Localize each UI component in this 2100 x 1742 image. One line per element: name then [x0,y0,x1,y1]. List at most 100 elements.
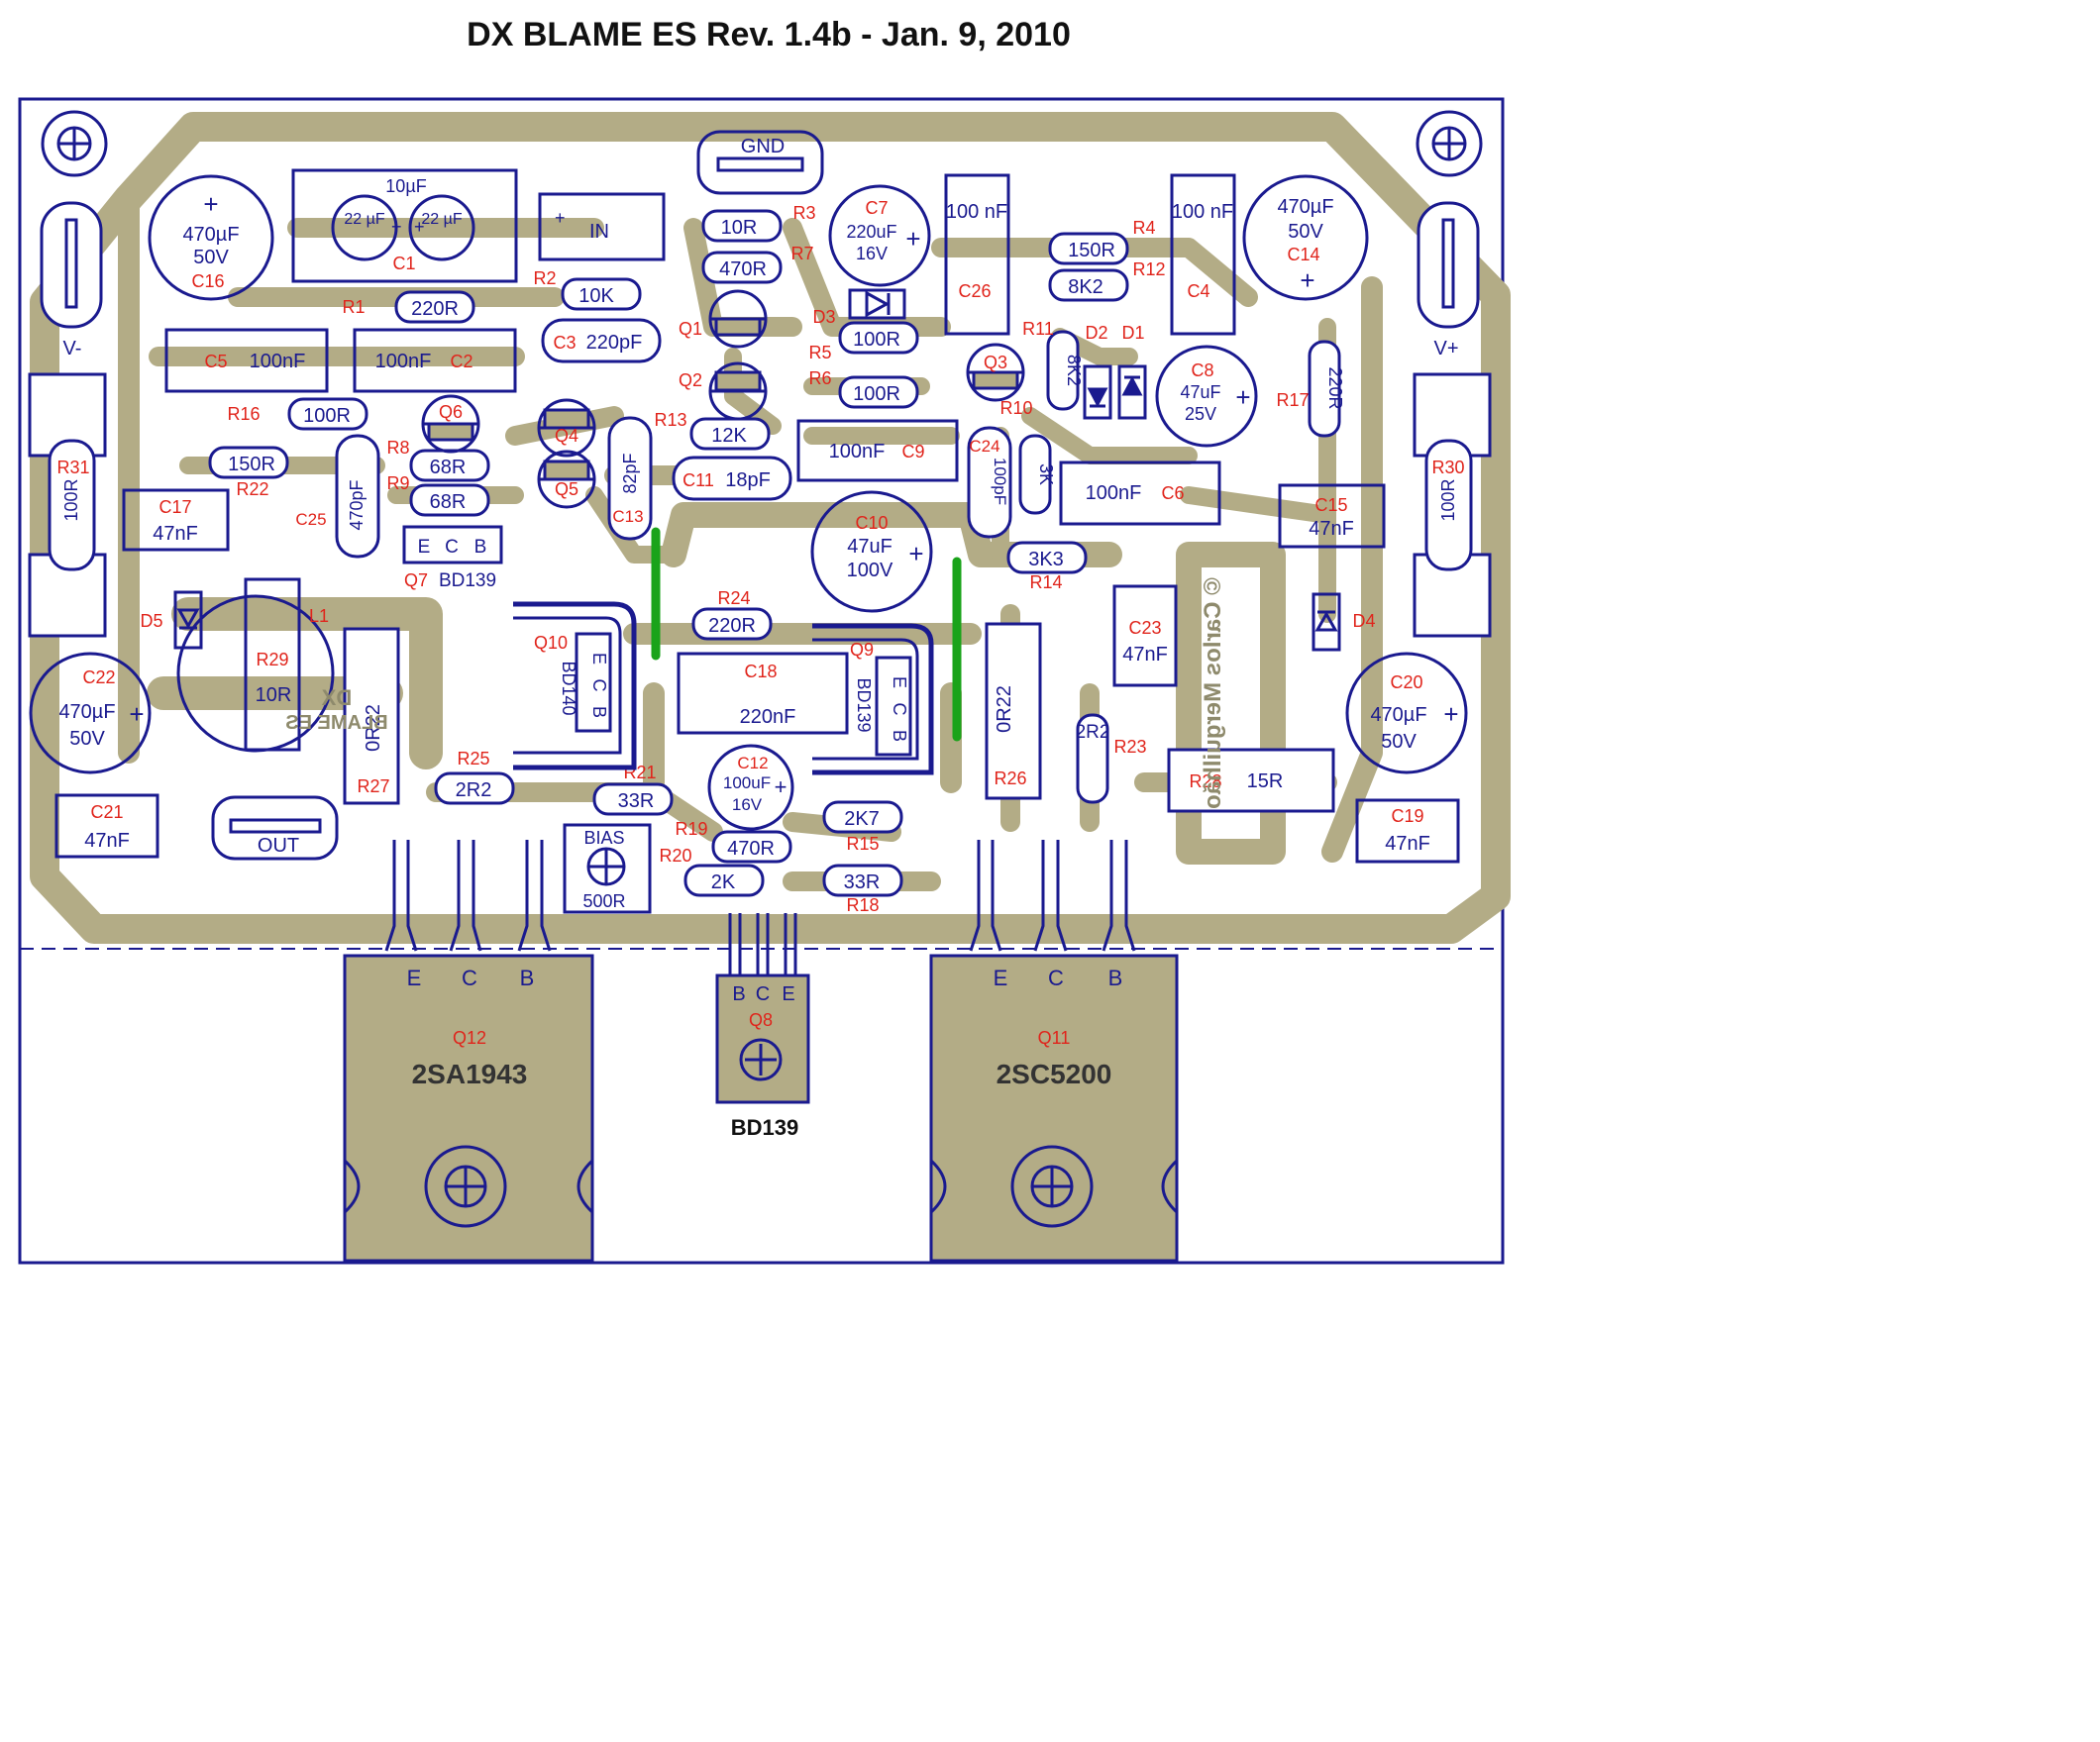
svg-text:+: + [555,208,566,228]
svg-text:R28: R28 [1189,771,1221,791]
svg-text:25V: 25V [1185,404,1216,424]
svg-text:C20: C20 [1390,672,1422,692]
capacitor-c6: 100nF C6 [1059,461,1221,526]
svg-text:C: C [589,679,609,692]
svg-text:C21: C21 [90,802,123,822]
svg-text:B: B [1108,966,1123,990]
input-terminal: + IN [538,192,666,261]
svg-text:C11: C11 [682,470,714,490]
capacitor-c2: 100nF C2 [353,328,517,393]
svg-text:R5: R5 [808,343,831,362]
svg-text:B: B [890,730,909,742]
r31-value: 100R [61,478,81,521]
capacitor-c19: C19 47nF [1355,798,1460,864]
svg-text:+: + [129,699,144,729]
svg-text:C: C [890,703,909,716]
svg-text:Q11: Q11 [1038,1028,1071,1048]
svg-text:100 nF: 100 nF [946,201,1007,223]
power-transistor-q11: E C B Q11 2SC5200 [929,954,1179,1263]
svg-text:100pF: 100pF [991,458,1009,505]
svg-text:470µF: 470µF [182,224,239,246]
svg-text:C25: C25 [295,510,326,529]
svg-text:R18: R18 [846,895,879,915]
svg-text:82pF: 82pF [620,453,640,493]
svg-text:0R22: 0R22 [363,704,384,752]
transistor-q10: E C B Q10 BD140 [513,601,637,770]
svg-text:470R: 470R [719,258,767,280]
vneg-label: V- [63,338,82,359]
svg-text:50V: 50V [1288,221,1323,243]
svg-text:220uF: 220uF [846,222,896,242]
svg-text:C13: C13 [612,507,643,526]
svg-text:R8: R8 [386,438,409,458]
capacitor-c5: C5 100nF [164,328,329,393]
svg-text:C7: C7 [865,198,888,218]
svg-text:+: + [1300,265,1314,295]
mirrored-logo: DX BLAME ES [285,685,387,734]
fuse-holder-left: V- 100R R31 [28,201,107,638]
svg-text:16V: 16V [732,795,763,814]
capacitor-c21: C21 47nF [54,793,159,859]
output-terminal: OUT [211,795,339,861]
resistor-r12: 8K2 R12 [1048,259,1166,302]
capacitor-c22: C22 470µF 50V + [29,652,152,774]
svg-text:B: B [520,966,535,990]
svg-text:+: + [908,539,923,568]
svg-text:BLAME ES: BLAME ES [285,712,387,734]
svg-text:Q9: Q9 [850,640,874,660]
svg-text:47nF: 47nF [153,523,198,545]
svg-text:R27: R27 [357,776,389,796]
fuse-holder-right: V+ 100R R30 [1413,201,1492,638]
mounting-hole-icon [1416,110,1483,177]
svg-text:2SA1943: 2SA1943 [412,1059,528,1089]
bias-trimmer[interactable]: BIAS 500R [563,823,652,914]
resistor-r26: 0R22 R26 [985,622,1042,800]
resistor-r18: 33R R18 [822,864,903,915]
svg-text:R3: R3 [792,203,815,223]
svg-text:E: E [994,966,1008,990]
svg-text:C8: C8 [1191,360,1213,380]
capacitor-c7: C7 220uF 16V + [828,184,931,287]
resistor-r17: 220R R17 [1276,340,1345,438]
svg-text:C26: C26 [958,281,991,301]
svg-text:470µF: 470µF [58,701,115,723]
svg-text:D4: D4 [1352,611,1375,631]
resistor-r10: 3K R10 [999,398,1056,515]
svg-text:L1: L1 [309,606,329,626]
svg-text:10R: 10R [721,217,758,239]
resistor-r25: 2R2 R25 [434,749,515,805]
svg-text:68R: 68R [430,491,467,513]
svg-text:R17: R17 [1276,390,1309,410]
transistor-q2: Q2 [679,361,768,421]
svg-text:R12: R12 [1132,259,1165,279]
mounting-holes [41,110,1483,177]
resistor-r2: 10K R2 [533,268,642,311]
svg-text:220R: 220R [411,298,459,320]
resistor-r1: 220R R1 [342,290,475,324]
svg-text:47nF: 47nF [1122,644,1168,666]
svg-text:220nF: 220nF [740,706,796,728]
svg-text:B: B [474,537,487,558]
svg-text:2K7: 2K7 [844,808,880,830]
gnd-terminal: GND [696,130,824,195]
r31-ref: R31 [56,458,89,477]
svg-text:Q8: Q8 [749,1010,773,1030]
resistor-r15: 2K7 R15 [822,800,903,854]
svg-text:C2: C2 [450,352,472,371]
svg-text:B: B [732,983,745,1005]
transistor-q4: Q4 [537,398,596,458]
svg-text:C5: C5 [204,352,227,371]
power-transistor-q12: E C B Q12 2SA1943 [343,954,594,1263]
inductor-l1: L1 R29 10R [176,577,335,753]
r30-value: 100R [1438,478,1458,521]
svg-text:50V: 50V [69,728,105,750]
resistor-r22: 150R R22 [208,446,289,499]
capacitor-c18: C18 220nF [677,652,849,735]
svg-text:BD139: BD139 [854,677,874,732]
svg-text:150R: 150R [228,454,275,475]
svg-text:C: C [445,537,459,558]
svg-text:33R: 33R [618,790,655,812]
svg-text:C: C [756,983,770,1005]
svg-text:220pF: 220pF [586,332,643,354]
svg-text:100V: 100V [847,560,893,581]
